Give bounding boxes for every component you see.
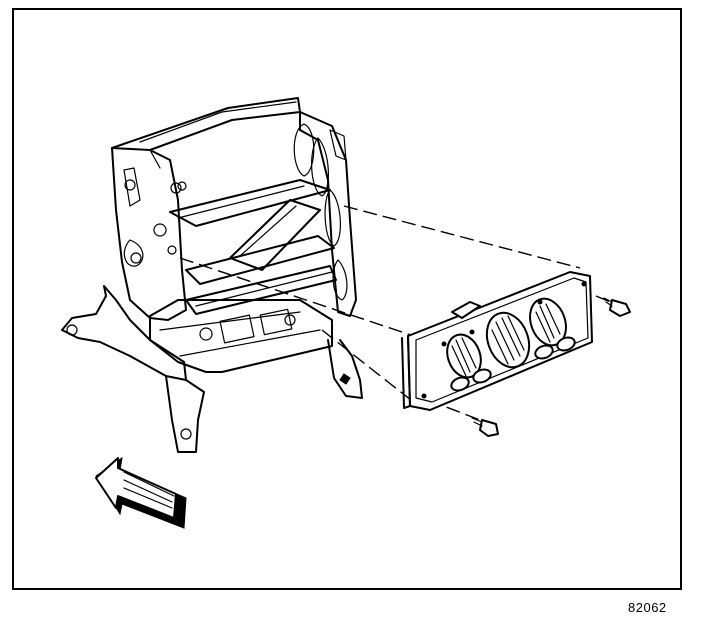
screw-upper <box>603 297 631 317</box>
figure-frame <box>12 8 682 590</box>
mounting-bracket-assembly <box>61 97 363 453</box>
screw-lower <box>471 417 499 437</box>
figure-id-label: 82062 <box>628 600 667 615</box>
hvac-control-panel <box>401 271 593 411</box>
forward-arrow-icon <box>95 456 187 529</box>
